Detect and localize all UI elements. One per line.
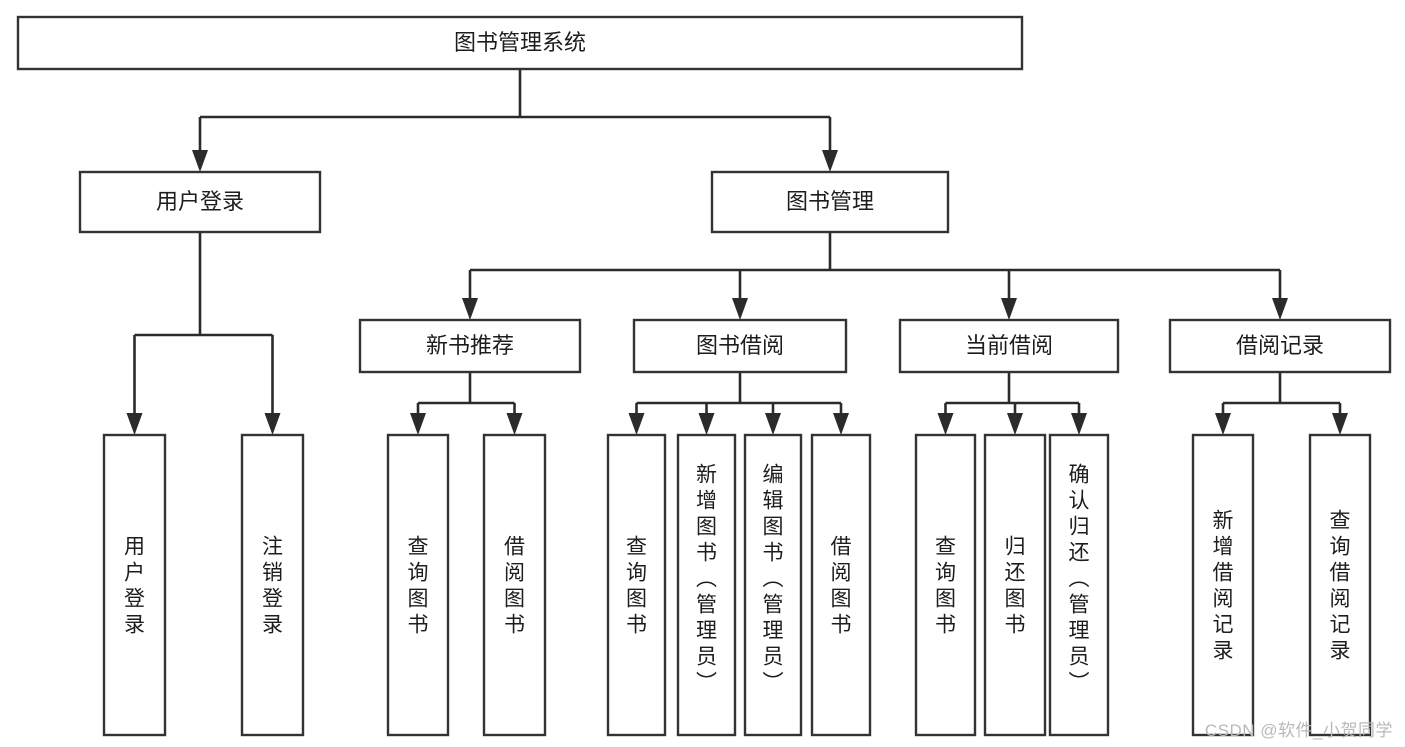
node-leaf-confirm-return-admin[interactable]: 确认归还︵管理员︶ bbox=[1048, 433, 1110, 737]
arrowhead-icon-book-borrow bbox=[732, 298, 748, 320]
node-box-leaf-borrow-book-recommend bbox=[482, 433, 547, 737]
node-leaf-query-borrow-record[interactable]: 查询借阅记录 bbox=[1308, 433, 1372, 737]
node-box-leaf-add-book-admin bbox=[676, 433, 737, 737]
arrowhead-icon-leaf-borrow-book bbox=[833, 413, 849, 435]
node-label-leaf-edit-book-admin: 编辑图书︵管理员︶ bbox=[763, 463, 784, 694]
node-leaf-add-borrow-record[interactable]: 新增借阅记录 bbox=[1191, 433, 1255, 737]
node-label-leaf-borrow-book-recommend: 借阅图书 bbox=[504, 535, 525, 636]
node-box-leaf-add-borrow-record bbox=[1191, 433, 1255, 737]
node-box-leaf-query-book-borrow bbox=[606, 433, 667, 737]
node-box-leaf-borrow-book bbox=[810, 433, 872, 737]
node-label-leaf-return-book: 归还图书 bbox=[1005, 535, 1026, 636]
node-leaf-logout[interactable]: 注销登录 bbox=[240, 433, 305, 737]
connectors-layer bbox=[126, 69, 1348, 435]
node-label-book-borrow: 图书借阅 bbox=[696, 333, 784, 358]
node-leaf-add-book-admin[interactable]: 新增图书︵管理员︶ bbox=[676, 433, 737, 737]
arrowhead-icon-leaf-confirm-return-admin bbox=[1071, 413, 1087, 435]
node-leaf-borrow-book[interactable]: 借阅图书 bbox=[810, 433, 872, 737]
node-leaf-query-book-current[interactable]: 查询图书 bbox=[914, 433, 977, 737]
node-label-leaf-borrow-book: 借阅图书 bbox=[831, 535, 852, 636]
arrowhead-icon-leaf-edit-book-admin bbox=[765, 413, 781, 435]
node-leaf-borrow-book-recommend[interactable]: 借阅图书 bbox=[482, 433, 547, 737]
node-label-book-management: 图书管理 bbox=[786, 189, 874, 214]
node-root[interactable]: 图书管理系统 bbox=[16, 15, 1024, 71]
node-book-management[interactable]: 图书管理 bbox=[710, 170, 950, 234]
arrowhead-icon-leaf-query-book-recommend bbox=[410, 413, 426, 435]
node-borrow-record[interactable]: 借阅记录 bbox=[1168, 318, 1392, 374]
arrowhead-icon-leaf-query-borrow-record bbox=[1332, 413, 1348, 435]
arrowhead-icon-leaf-user-login bbox=[126, 413, 143, 435]
watermark-text: CSDN @软件_小贺同学 bbox=[1204, 721, 1393, 740]
node-current-borrow[interactable]: 当前借阅 bbox=[898, 318, 1120, 374]
node-user-login[interactable]: 用户登录 bbox=[78, 170, 322, 234]
node-box-new-book-recommend bbox=[358, 318, 582, 374]
node-box-leaf-edit-book-admin bbox=[743, 433, 803, 737]
node-box-leaf-query-borrow-record bbox=[1308, 433, 1372, 737]
arrowhead-icon-borrow-record bbox=[1272, 298, 1288, 320]
arrowhead-icon-current-borrow bbox=[1001, 298, 1017, 320]
node-leaf-query-book-recommend[interactable]: 查询图书 bbox=[386, 433, 450, 737]
node-box-book-management bbox=[710, 170, 950, 234]
node-box-leaf-return-book bbox=[983, 433, 1047, 737]
node-box-borrow-record bbox=[1168, 318, 1392, 374]
node-box-leaf-query-book-current bbox=[914, 433, 977, 737]
node-label-leaf-add-borrow-record: 新增借阅记录 bbox=[1213, 509, 1234, 662]
node-label-leaf-user-login: 用户登录 bbox=[124, 535, 145, 636]
node-leaf-edit-book-admin[interactable]: 编辑图书︵管理员︶ bbox=[743, 433, 803, 737]
node-new-book-recommend[interactable]: 新书推荐 bbox=[358, 318, 582, 374]
node-leaf-query-book-borrow[interactable]: 查询图书 bbox=[606, 433, 667, 737]
arrowhead-icon-leaf-return-book bbox=[1007, 413, 1023, 435]
arrowhead-icon-leaf-borrow-book-recommend bbox=[506, 413, 523, 435]
node-book-borrow[interactable]: 图书借阅 bbox=[632, 318, 848, 374]
node-box-current-borrow bbox=[898, 318, 1120, 374]
node-box-leaf-user-login bbox=[102, 433, 167, 737]
node-label-borrow-record: 借阅记录 bbox=[1236, 333, 1324, 358]
arrowhead-icon-leaf-query-book-current bbox=[937, 413, 954, 435]
node-label-leaf-query-book-current: 查询图书 bbox=[935, 535, 956, 636]
node-label-leaf-query-book-recommend: 查询图书 bbox=[408, 535, 429, 636]
node-label-new-book-recommend: 新书推荐 bbox=[426, 333, 514, 358]
node-box-user-login bbox=[78, 170, 322, 234]
arrowhead-icon-book-management bbox=[822, 150, 838, 172]
node-box-leaf-query-book-recommend bbox=[386, 433, 450, 737]
arrowhead-icon-user-login bbox=[192, 150, 208, 172]
node-box-leaf-logout bbox=[240, 433, 305, 737]
arrowhead-icon-leaf-add-borrow-record bbox=[1215, 413, 1231, 435]
arrowhead-icon-leaf-logout bbox=[264, 413, 281, 435]
arrowhead-icon-leaf-add-book-admin bbox=[698, 413, 715, 435]
node-label-leaf-query-book-borrow: 查询图书 bbox=[626, 535, 647, 636]
node-label-leaf-logout: 注销登录 bbox=[262, 535, 283, 636]
node-label-root: 图书管理系统 bbox=[454, 30, 586, 55]
node-box-root bbox=[16, 15, 1024, 71]
node-label-current-borrow: 当前借阅 bbox=[965, 333, 1053, 358]
arrowhead-icon-new-book-recommend bbox=[462, 298, 478, 320]
node-box-leaf-confirm-return-admin bbox=[1048, 433, 1110, 737]
arrowhead-icon-leaf-query-book-borrow bbox=[628, 413, 645, 435]
node-label-leaf-confirm-return-admin: 确认归还︵管理员︶ bbox=[1069, 463, 1090, 694]
nodes-layer: 图书管理系统用户登录图书管理新书推荐图书借阅当前借阅借阅记录用户登录注销登录查询… bbox=[16, 15, 1392, 737]
node-leaf-user-login[interactable]: 用户登录 bbox=[102, 433, 167, 737]
node-box-book-borrow bbox=[632, 318, 848, 374]
node-label-leaf-add-book-admin: 新增图书︵管理员︶ bbox=[696, 463, 717, 694]
node-leaf-return-book[interactable]: 归还图书 bbox=[983, 433, 1047, 737]
node-label-leaf-query-borrow-record: 查询借阅记录 bbox=[1330, 509, 1351, 662]
node-label-user-login: 用户登录 bbox=[156, 189, 244, 214]
